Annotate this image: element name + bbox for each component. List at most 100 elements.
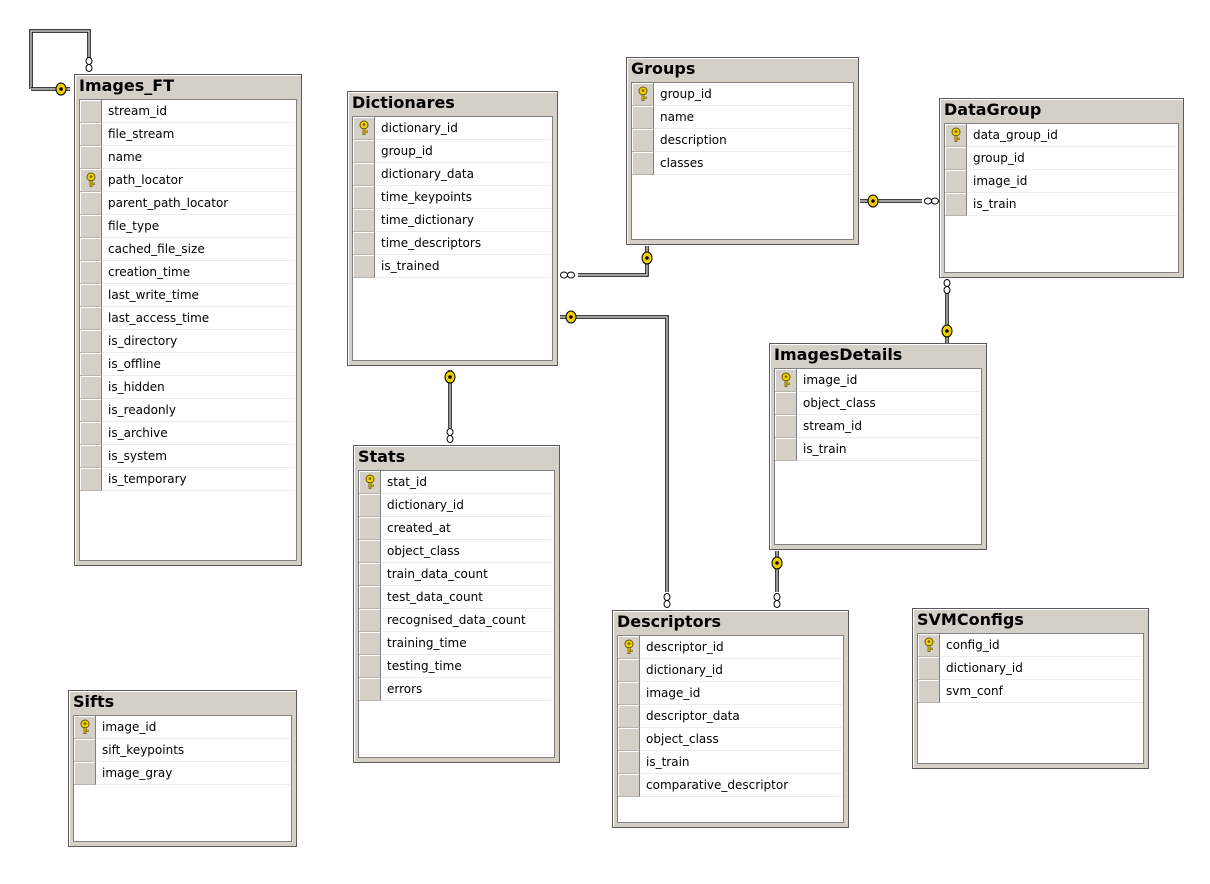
row-selector[interactable] [80,468,102,491]
row-selector[interactable] [945,170,967,193]
row-selector[interactable] [353,140,375,163]
row-selector[interactable] [353,255,375,278]
column-row[interactable]: stat_id [359,471,554,494]
row-selector[interactable] [618,751,640,774]
column-row[interactable]: name [80,146,296,169]
column-row[interactable]: time_descriptors [353,232,552,255]
column-row[interactable]: stream_id [775,415,981,438]
column-row[interactable]: svm_conf [918,680,1143,703]
column-row[interactable]: image_gray [74,762,291,785]
row-selector[interactable] [80,123,102,146]
row-selector[interactable] [618,659,640,682]
row-selector[interactable] [775,369,797,392]
row-selector[interactable] [618,728,640,751]
column-row[interactable]: dictionary_id [359,494,554,517]
column-row[interactable]: train_data_count [359,563,554,586]
column-row[interactable]: is_offline [80,353,296,376]
relationship-groups-datagroup[interactable] [860,194,939,208]
row-selector[interactable] [918,680,940,703]
column-row[interactable]: descriptor_data [618,705,843,728]
column-row[interactable]: dictionary_id [918,657,1143,680]
row-selector[interactable] [359,678,381,701]
column-row[interactable]: image_id [74,716,291,739]
column-row[interactable]: testing_time [359,655,554,678]
row-selector[interactable] [80,353,102,376]
row-selector[interactable] [80,238,102,261]
relationship-dictionares-stats[interactable] [444,370,456,443]
row-selector[interactable] [353,163,375,186]
column-row[interactable]: description [632,129,853,152]
column-row[interactable]: training_time [359,632,554,655]
row-selector[interactable] [80,284,102,307]
relationship-images-ft-self[interactable] [29,29,93,96]
row-selector[interactable] [945,147,967,170]
column-row[interactable]: is_train [775,438,981,461]
row-selector[interactable] [918,634,940,657]
column-row[interactable]: sift_keypoints [74,739,291,762]
row-selector[interactable] [632,129,654,152]
row-selector[interactable] [618,636,640,659]
column-row[interactable]: image_id [775,369,981,392]
column-row[interactable]: is_directory [80,330,296,353]
column-row[interactable]: dictionary_data [353,163,552,186]
row-selector[interactable] [80,215,102,238]
column-row[interactable]: is_archive [80,422,296,445]
column-row[interactable]: object_class [618,728,843,751]
column-row[interactable]: last_access_time [80,307,296,330]
row-selector[interactable] [80,422,102,445]
column-row[interactable]: descriptor_id [618,636,843,659]
column-row[interactable]: time_dictionary [353,209,552,232]
column-row[interactable]: name [632,106,853,129]
row-selector[interactable] [359,632,381,655]
row-selector[interactable] [80,192,102,215]
row-selector[interactable] [353,232,375,255]
row-selector[interactable] [80,100,102,123]
row-selector[interactable] [632,106,654,129]
row-selector[interactable] [945,124,967,147]
column-row[interactable]: dictionary_id [618,659,843,682]
row-selector[interactable] [74,762,96,785]
column-row[interactable]: errors [359,678,554,701]
column-row[interactable]: is_train [945,193,1178,216]
row-selector[interactable] [632,152,654,175]
row-selector[interactable] [80,376,102,399]
column-row[interactable]: group_id [945,147,1178,170]
column-row[interactable]: is_train [618,751,843,774]
column-row[interactable]: object_class [359,540,554,563]
row-selector[interactable] [359,517,381,540]
row-selector[interactable] [359,655,381,678]
row-selector[interactable] [80,146,102,169]
row-selector[interactable] [632,83,654,106]
column-row[interactable]: classes [632,152,853,175]
column-row[interactable]: group_id [353,140,552,163]
column-row[interactable]: is_hidden [80,376,296,399]
row-selector[interactable] [359,494,381,517]
relationship-imagesdetails-descriptors[interactable] [771,551,783,608]
column-row[interactable]: is_temporary [80,468,296,491]
row-selector[interactable] [359,471,381,494]
column-row[interactable]: image_id [945,170,1178,193]
row-selector[interactable] [80,261,102,284]
row-selector[interactable] [353,186,375,209]
column-row[interactable]: file_stream [80,123,296,146]
column-row[interactable]: group_id [632,83,853,106]
row-selector[interactable] [353,117,375,140]
column-row[interactable]: comparative_descriptor [618,774,843,797]
column-row[interactable]: is_readonly [80,399,296,422]
row-selector[interactable] [618,705,640,728]
row-selector[interactable] [80,169,102,192]
column-row[interactable]: image_id [618,682,843,705]
row-selector[interactable] [618,774,640,797]
column-row[interactable]: time_keypoints [353,186,552,209]
column-row[interactable]: file_type [80,215,296,238]
column-row[interactable]: created_at [359,517,554,540]
column-row[interactable]: config_id [918,634,1143,657]
row-selector[interactable] [775,415,797,438]
row-selector[interactable] [618,682,640,705]
column-row[interactable]: parent_path_locator [80,192,296,215]
column-row[interactable]: dictionary_id [353,117,552,140]
